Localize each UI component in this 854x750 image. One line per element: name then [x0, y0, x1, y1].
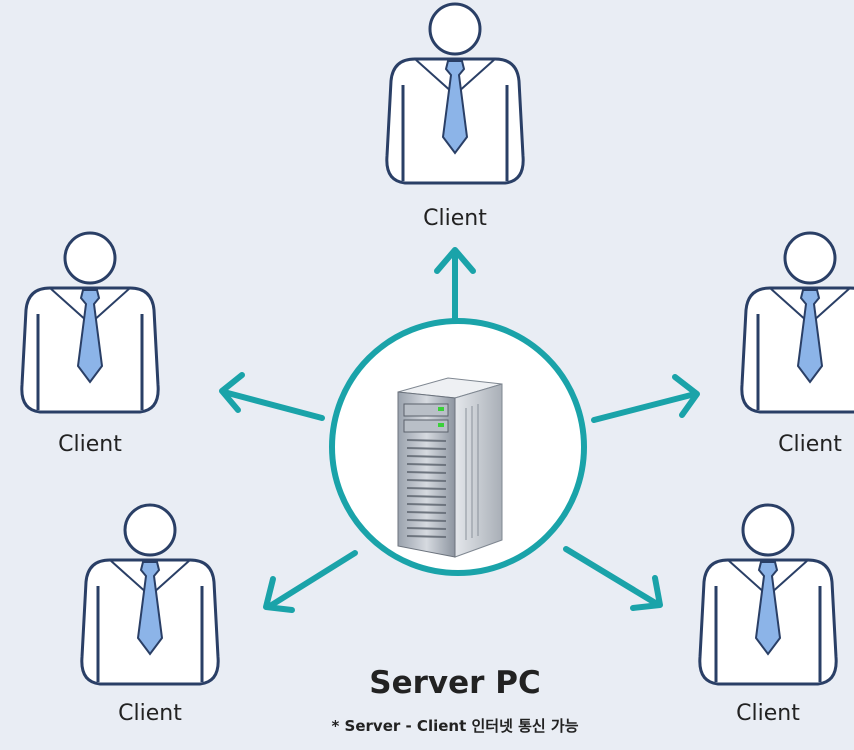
client-label-top: Client: [423, 206, 487, 231]
arrow-to-bottom-right-client: [563, 546, 663, 611]
server-label: Server PC: [369, 665, 541, 701]
client-label-right: Client: [778, 432, 842, 457]
arrow-to-top-client: [434, 247, 476, 328]
arrow-to-left-client: [219, 372, 325, 421]
connection-arrows: [219, 247, 700, 613]
client-label-bottom-right: Client: [736, 701, 800, 726]
arrow-to-right-client: [591, 374, 700, 423]
client-label-bottom-left: Client: [118, 701, 182, 726]
client-person-icon: [385, 2, 525, 185]
client-person-icon: [740, 231, 854, 414]
client-person-icon: [698, 503, 838, 686]
client-label-left: Client: [58, 432, 122, 457]
arrow-to-bottom-left-client: [263, 550, 358, 613]
diagram-caption: * Server - Client 인터넷 통신 가능: [331, 717, 579, 735]
client-person-icon: [20, 231, 160, 414]
client-person-icon: [80, 503, 220, 686]
server-tower-icon: [397, 377, 503, 558]
